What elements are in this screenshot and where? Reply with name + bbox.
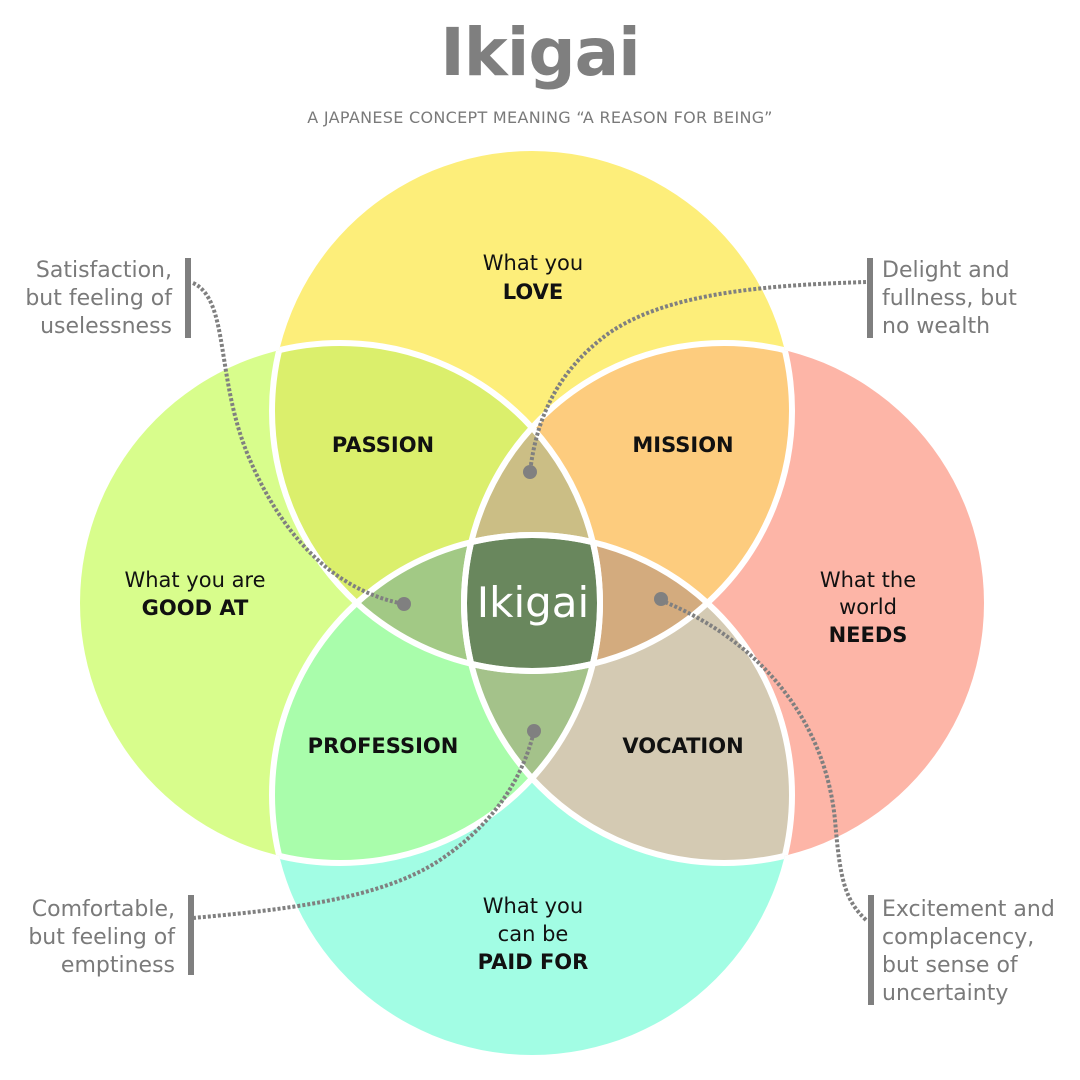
dot-bottom-lens — [527, 724, 541, 738]
connector-top-right — [528, 280, 867, 473]
good-at-line1: What you are — [124, 568, 265, 592]
needs-line1: What the — [820, 568, 916, 592]
connector-bottom-right — [659, 598, 868, 922]
dot-top-lens — [523, 465, 537, 479]
connector-dots — [397, 465, 668, 738]
annotation-bar-top-right — [867, 258, 873, 338]
connector-bottom-left — [192, 730, 536, 920]
annotation-top-left: Satisfaction, but feeling of uselessness — [25, 258, 172, 339]
dot-left-lens — [397, 597, 411, 611]
dot-right-lens — [654, 592, 668, 606]
paid-for-line3: PAID FOR — [478, 950, 589, 974]
annotation-bottom-left: Comfortable, but feeling of emptiness — [28, 897, 175, 978]
annotation-bar-top-left — [185, 258, 191, 338]
label-profession: PROFESSION — [308, 734, 459, 758]
needs-line2: world — [839, 595, 897, 619]
annotation-bottom-right: Excitement and complacency, but sense of… — [882, 897, 1055, 1006]
connector-top-left — [192, 281, 405, 606]
love-line1: What you — [483, 251, 583, 275]
circle-outlines — [269, 340, 795, 866]
annotation-bar-bottom-left — [188, 895, 194, 975]
label-mission: MISSION — [632, 433, 733, 457]
good-at-line2: GOOD AT — [142, 596, 249, 620]
label-passion: PASSION — [332, 433, 434, 457]
annotation-top-right: Delight and fullness, but no wealth — [882, 258, 1017, 339]
page-title: Ikigai — [440, 14, 640, 91]
connector-lines — [192, 280, 868, 922]
center-label: Ikigai — [477, 578, 589, 627]
label-vocation: VOCATION — [622, 734, 743, 758]
annotation-bar-bottom-right — [868, 895, 874, 1005]
needs-line3: NEEDS — [829, 623, 908, 647]
paid-for-line1: What you — [483, 894, 583, 918]
paid-for-line2: can be — [498, 922, 569, 946]
page-subtitle: A JAPANESE CONCEPT MEANING “A REASON FOR… — [307, 108, 773, 127]
love-line2: LOVE — [503, 280, 564, 304]
